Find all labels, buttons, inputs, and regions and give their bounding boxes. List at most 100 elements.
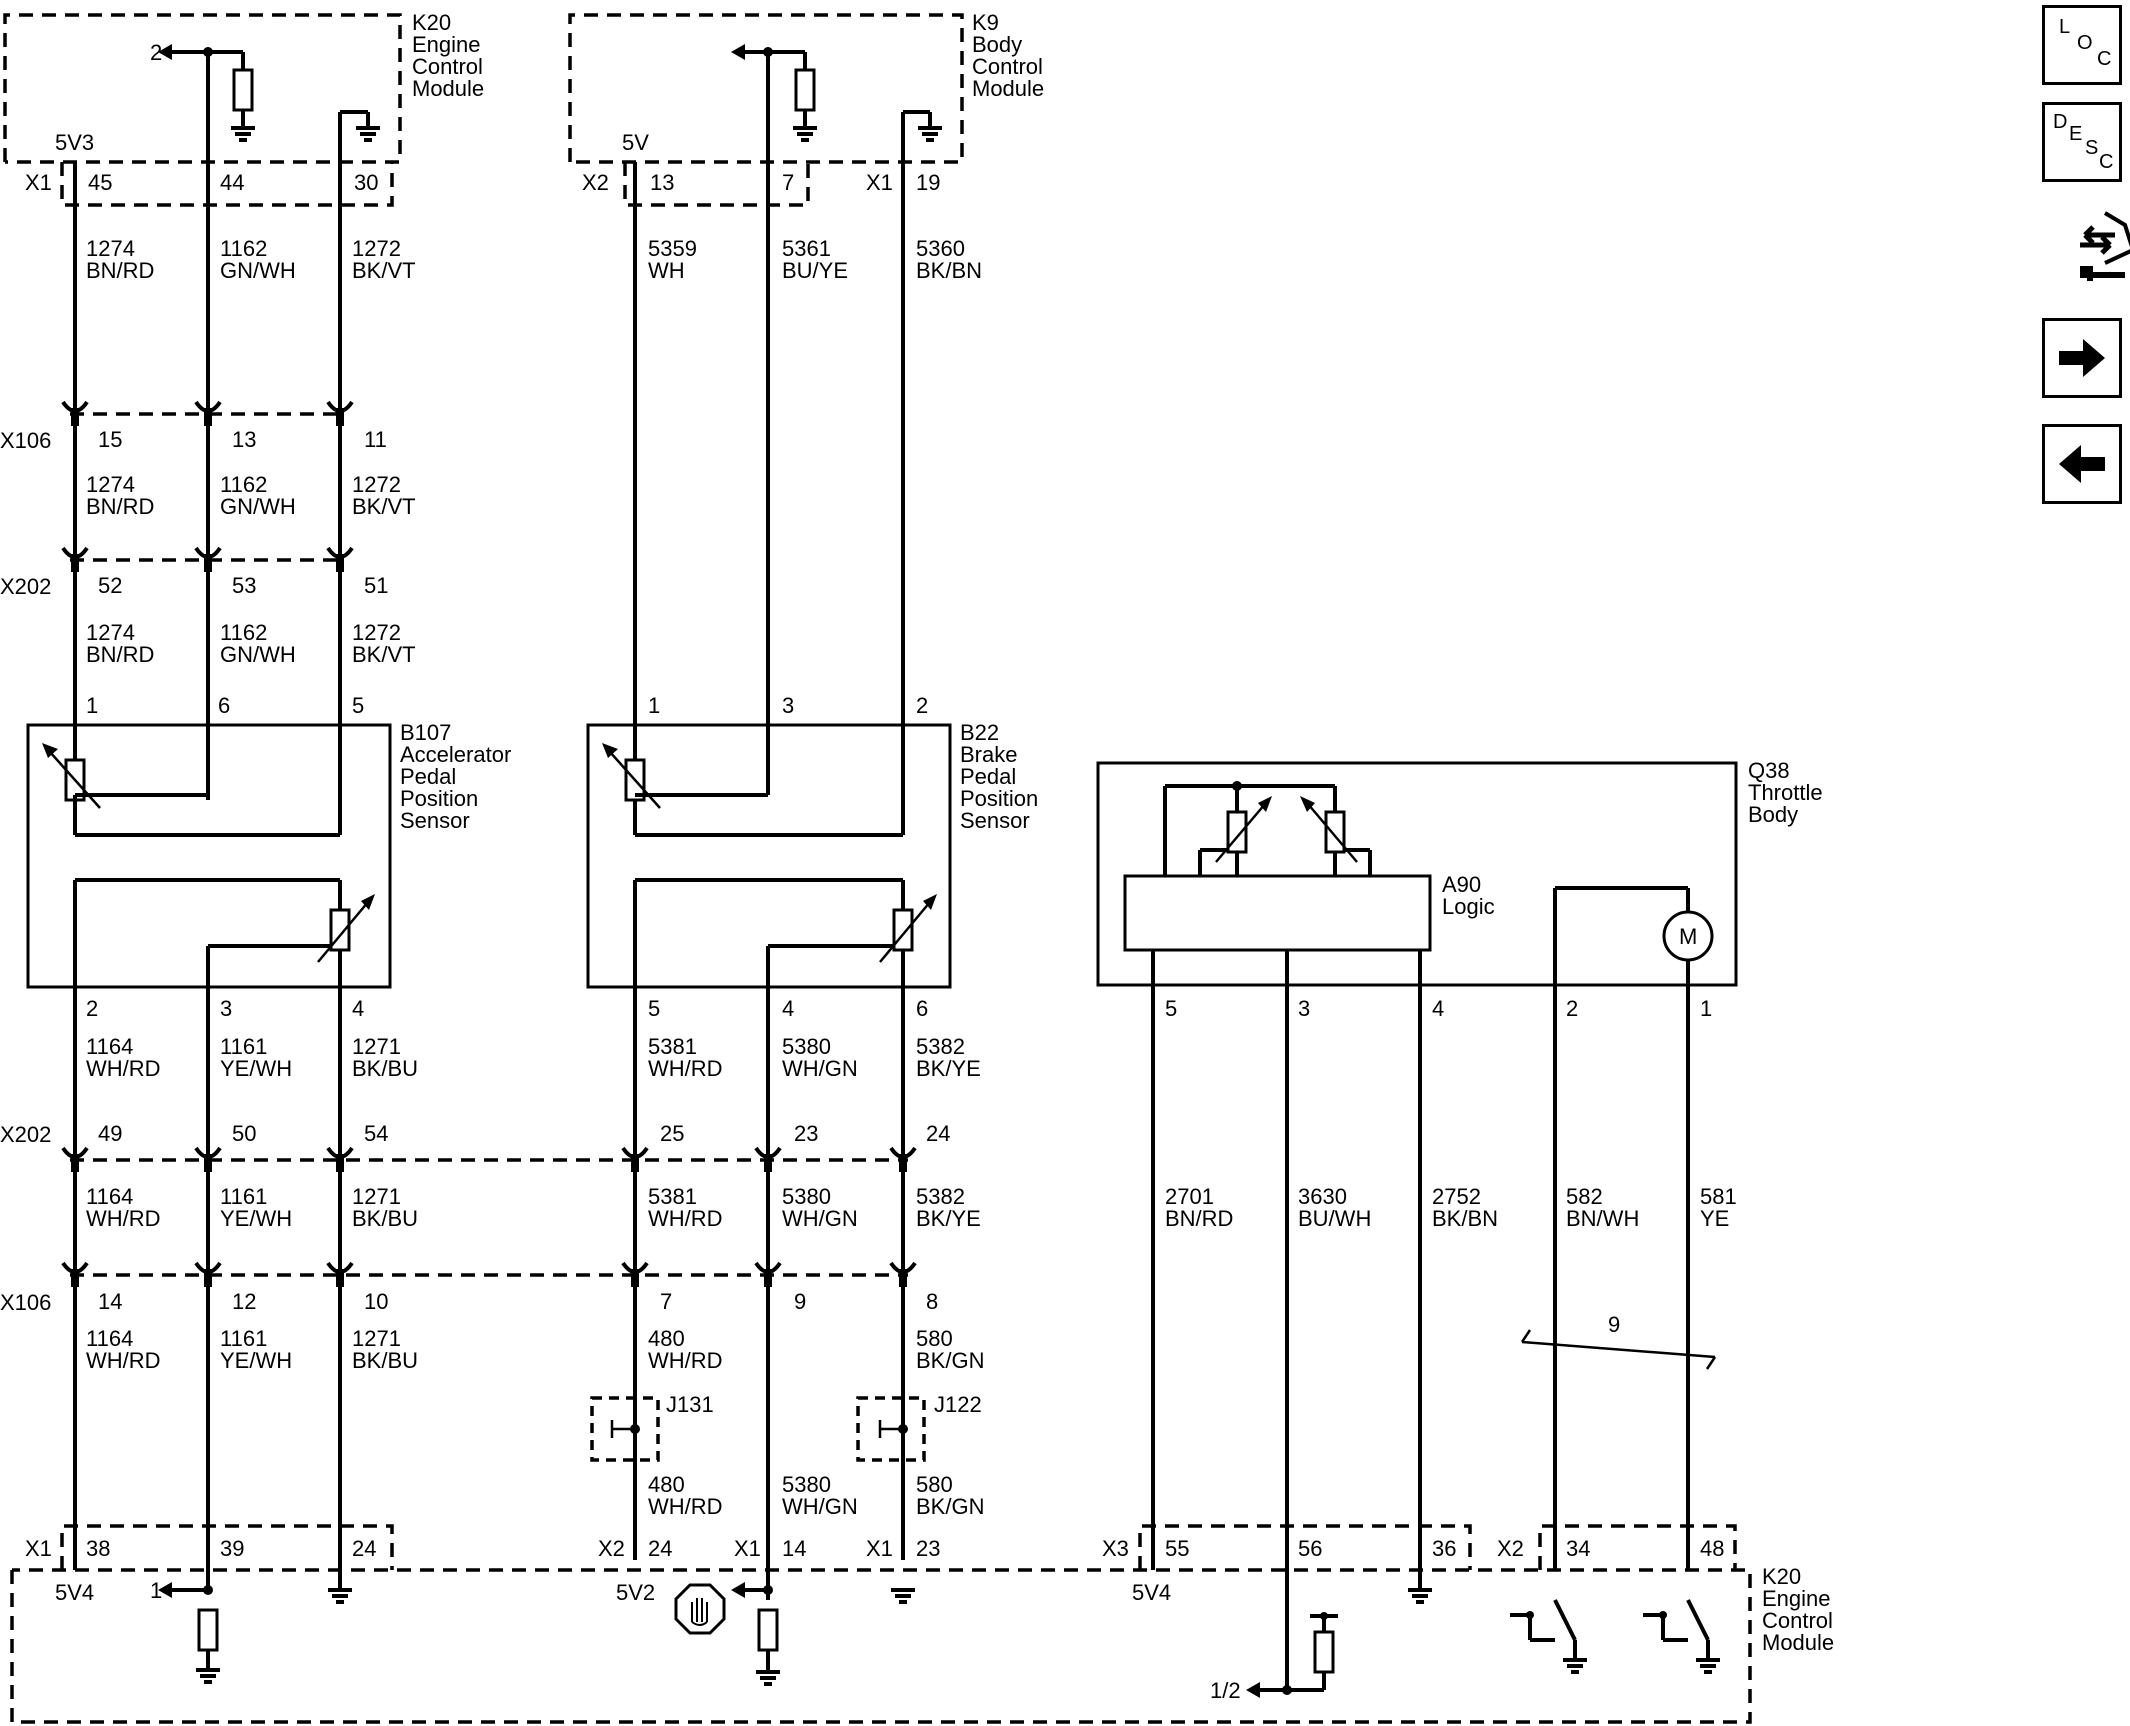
svg-text:1: 1 [150, 1578, 162, 1603]
svg-text:49: 49 [98, 1121, 122, 1146]
svg-text:1164: 1164 [86, 1034, 133, 1059]
svg-text:1272: 1272 [352, 620, 401, 645]
svg-text:K20: K20 [1762, 1564, 1801, 1589]
svg-text:5382: 5382 [916, 1184, 965, 1209]
svg-text:14: 14 [782, 1536, 806, 1561]
svg-text:1164: 1164 [86, 1184, 133, 1209]
svg-text:8: 8 [926, 1289, 938, 1314]
svg-text:1271: 1271 [352, 1184, 401, 1209]
svg-text:BK/VT: BK/VT [352, 258, 416, 283]
svg-text:7: 7 [660, 1289, 672, 1314]
svg-text:4: 4 [1432, 996, 1444, 1021]
svg-text:Body: Body [1748, 802, 1798, 827]
svg-text:Brake: Brake [960, 742, 1017, 767]
svg-text:54: 54 [364, 1121, 388, 1146]
svg-text:480: 480 [648, 1326, 685, 1351]
svg-text:580: 580 [916, 1326, 953, 1351]
svg-text:2752: 2752 [1432, 1184, 1481, 1209]
svg-text:BK/VT: BK/VT [352, 642, 416, 667]
svg-text:23: 23 [794, 1121, 818, 1146]
svg-text:YE/WH: YE/WH [220, 1206, 292, 1231]
svg-text:WH/GN: WH/GN [782, 1494, 858, 1519]
svg-text:10: 10 [364, 1289, 388, 1314]
wires [73, 112, 1690, 1690]
svg-text:BU/WH: BU/WH [1298, 1206, 1371, 1231]
svg-text:X3: X3 [1102, 1536, 1129, 1561]
svg-text:M: M [1679, 924, 1697, 949]
back-button[interactable] [2042, 424, 2122, 504]
connector-x1-k9: X1 [866, 170, 893, 195]
svg-text:GN/WH: GN/WH [220, 494, 296, 519]
svg-text:39: 39 [220, 1536, 244, 1561]
svg-text:5382: 5382 [916, 1034, 965, 1059]
svg-text:5381: 5381 [648, 1034, 697, 1059]
svg-text:BK/YE: BK/YE [916, 1056, 981, 1081]
svg-text:5: 5 [1165, 996, 1177, 1021]
k9-body-control-module: K9 Body Control Module 5V [568, 10, 1044, 190]
svg-text:1271: 1271 [352, 1326, 401, 1351]
connector-pin [71, 1269, 79, 1287]
svg-text:Module: Module [1762, 1630, 1834, 1655]
svg-text:Control: Control [412, 54, 483, 79]
svg-text:14: 14 [98, 1289, 122, 1314]
svg-text:1: 1 [86, 693, 98, 718]
svg-text:24: 24 [648, 1536, 672, 1561]
svg-text:BK/GN: BK/GN [916, 1348, 984, 1373]
svg-text:WH/RD: WH/RD [86, 1056, 161, 1081]
svg-text:X202: X202 [0, 574, 51, 599]
svg-text:BN/WH: BN/WH [1566, 1206, 1639, 1231]
svg-text:4: 4 [782, 996, 794, 1021]
svg-text:30: 30 [354, 170, 378, 195]
svg-text:Sensor: Sensor [400, 808, 470, 833]
svg-text:X1: X1 [866, 1536, 893, 1561]
splice-j131: J131 [590, 1392, 714, 1462]
svg-text:3: 3 [782, 693, 794, 718]
svg-text:2701: 2701 [1165, 1184, 1214, 1209]
svg-text:1271: 1271 [352, 1034, 401, 1059]
svg-text:BK/YE: BK/YE [916, 1206, 981, 1231]
k9-voltage: 5V [622, 130, 649, 155]
svg-text:GN/WH: GN/WH [220, 258, 296, 283]
sensor-bottom-pins: 2 3 4 5 4 6 [86, 996, 928, 1021]
connector-pin [71, 554, 79, 572]
svg-text:48: 48 [1700, 1536, 1724, 1561]
connector-icon[interactable] [2075, 205, 2130, 295]
loc-button[interactable]: L O C [2042, 5, 2122, 85]
k20-top-reference: 2 [150, 40, 162, 65]
svg-text:5V2: 5V2 [616, 1580, 655, 1605]
svg-text:BN/RD: BN/RD [86, 494, 154, 519]
svg-text:Accelerator: Accelerator [400, 742, 511, 767]
svg-text:WH/RD: WH/RD [86, 1348, 161, 1373]
svg-text:BN/RD: BN/RD [1165, 1206, 1233, 1231]
connector-pin [336, 1269, 344, 1287]
svg-text:B107: B107 [400, 720, 451, 745]
svg-text:GN/WH: GN/WH [220, 642, 296, 667]
connector-pin [336, 1154, 344, 1172]
svg-text:X202: X202 [0, 1122, 51, 1147]
svg-text:582: 582 [1566, 1184, 1603, 1209]
svg-text:19: 19 [916, 170, 940, 195]
desc-button[interactable]: D E S C [2042, 102, 2122, 182]
connector-pin [899, 1269, 907, 1287]
svg-text:YE/WH: YE/WH [220, 1056, 292, 1081]
x202-top-connector: X202 52 53 51 [0, 558, 388, 599]
svg-text:WH/RD: WH/RD [86, 1206, 161, 1231]
forward-button[interactable] [2042, 318, 2122, 398]
svg-text:3: 3 [1298, 996, 1310, 1021]
svg-text:53: 53 [232, 573, 256, 598]
svg-text:Control: Control [1762, 1608, 1833, 1633]
connector-pin [204, 1269, 212, 1287]
arrow-left-icon [2059, 445, 2105, 483]
svg-text:51: 51 [364, 573, 388, 598]
svg-text:WH/GN: WH/GN [782, 1056, 858, 1081]
k20-top-pins: 45 44 30 [88, 170, 378, 195]
svg-text:52: 52 [98, 573, 122, 598]
svg-text:WH/RD: WH/RD [648, 1494, 723, 1519]
svg-text:11: 11 [364, 427, 387, 452]
svg-text:5380: 5380 [782, 1472, 831, 1497]
